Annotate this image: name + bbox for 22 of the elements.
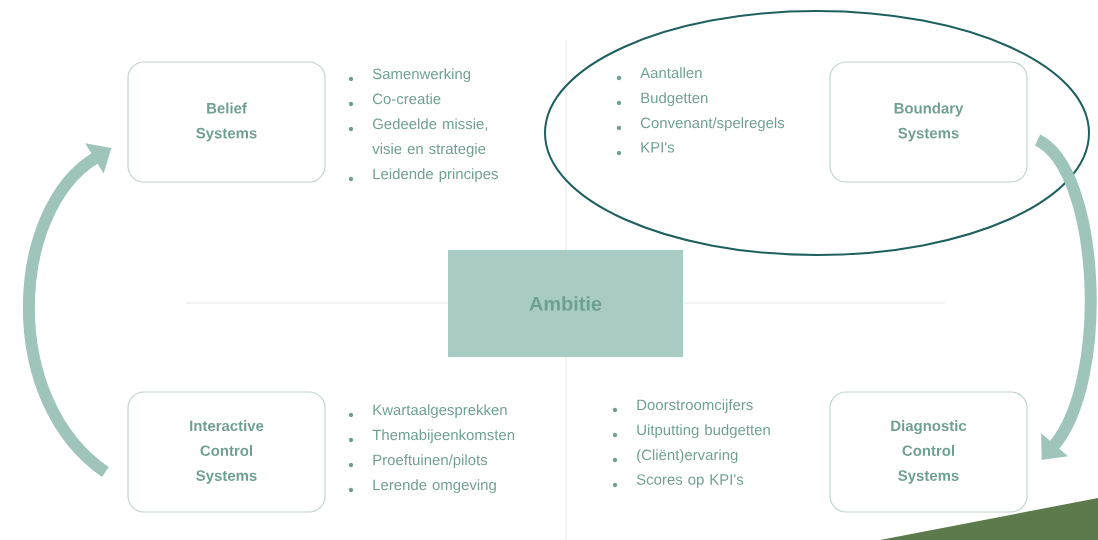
bullet-text: KPI's (641, 142, 675, 153)
curved-arrow (1033, 135, 1097, 460)
bullet-text: Kwartaalgesprekken (373, 404, 507, 419)
system-box: Diagnostic Control Systems (829, 391, 1028, 513)
bullet-text: Proeftuinen/pilots (373, 454, 488, 469)
bullet-text: Aantallen (640, 67, 702, 79)
system-box: Belief Systems (127, 61, 326, 183)
bullet-text: Co-creatie (372, 93, 441, 105)
bullet-text: Themabijeenkomsten (372, 429, 515, 444)
ambition-box: Ambitie (448, 250, 683, 357)
bullet-text: Gedeelde missie, visie en strategie (372, 118, 488, 157)
bullet-text: Convenant/spelregels (640, 117, 785, 132)
bullet-text: Leidende principes (373, 168, 498, 183)
system-box: Boundary Systems (829, 61, 1028, 183)
bullet-text: Scores op KPI's (636, 474, 744, 488)
bullet-text: (Cliënt)ervaring (637, 449, 738, 464)
bullet-text: Uitputting budgetten (637, 424, 770, 439)
bullet-text: Budgetten (641, 92, 708, 107)
bullet-text: Samenwerking (372, 68, 471, 83)
bullet-text: Lerende omgeving (373, 479, 496, 494)
bullet-text: Doorstroomcijfers (637, 399, 753, 414)
system-box: Interactive Control Systems (127, 391, 326, 513)
